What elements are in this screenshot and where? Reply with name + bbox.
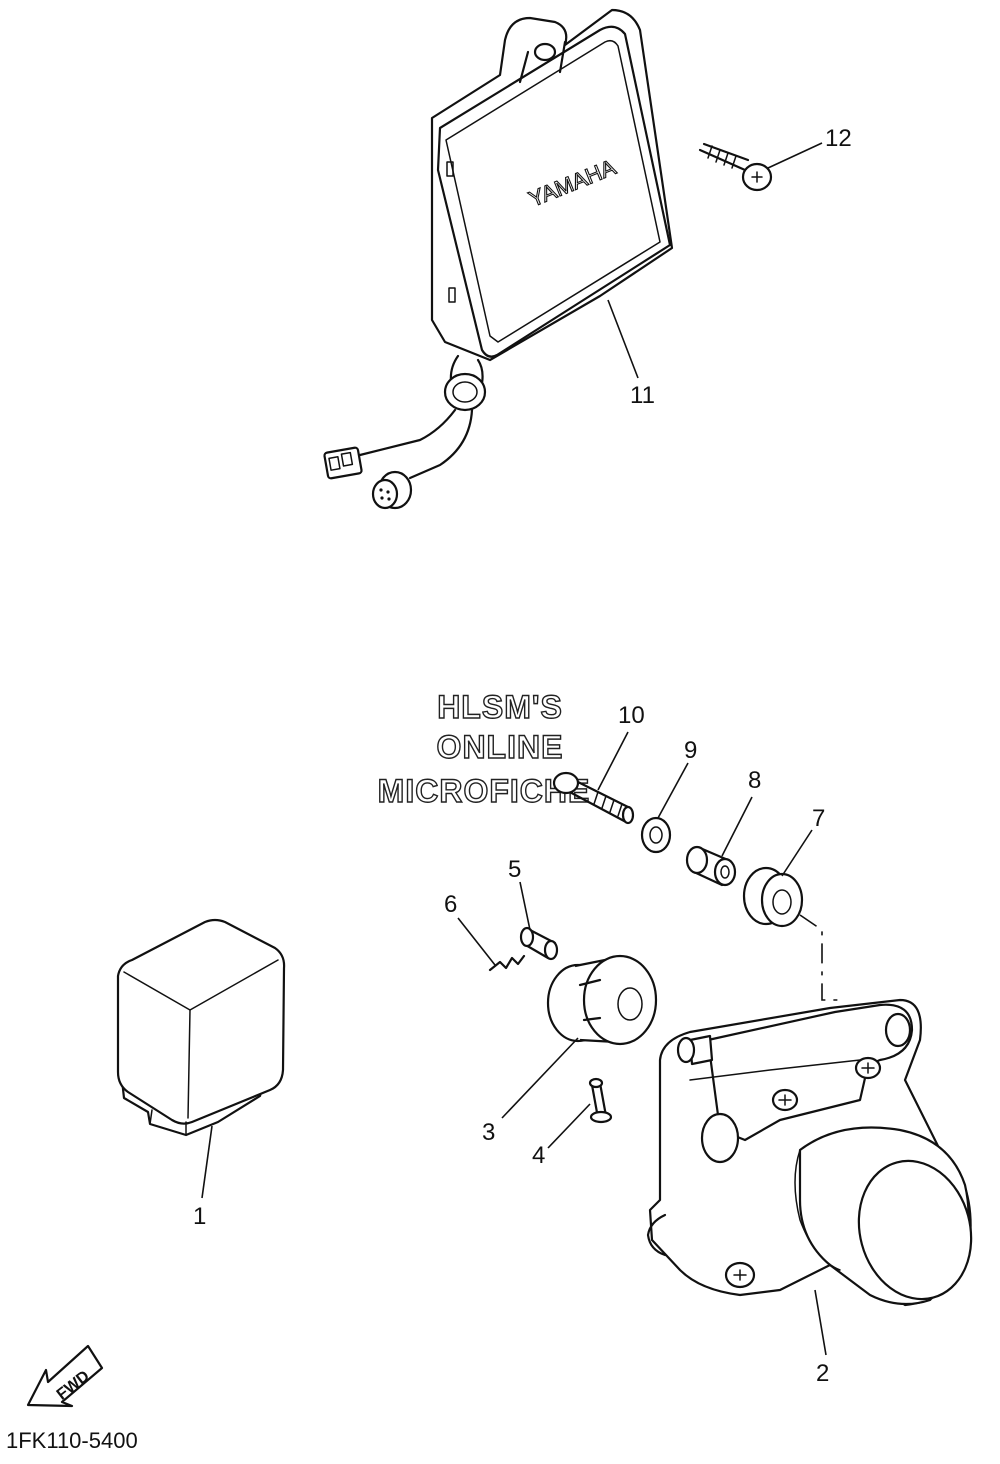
callout-5: 5 [508, 856, 521, 883]
bolt-10-drawing [552, 771, 635, 825]
callout-12: 12 [825, 125, 852, 152]
fwd-direction-arrow: FWD [26, 1344, 104, 1408]
relay-1-drawing [116, 918, 286, 1137]
collar-8-drawing [685, 845, 737, 887]
drawing-id: 1FK110-5400 [6, 1428, 138, 1453]
watermark-line-1: HLSM'S [437, 689, 563, 725]
leader-9 [657, 762, 689, 819]
servo-motor-2-drawing [646, 998, 973, 1307]
callout-4: 4 [532, 1142, 545, 1169]
leader-4 [547, 1103, 591, 1149]
callout-3: 3 [482, 1119, 495, 1146]
cam-3-drawing [546, 954, 658, 1046]
leader-3 [501, 1037, 579, 1119]
leader-11 [607, 299, 639, 379]
washer-9-drawing [640, 816, 672, 854]
callout-11: 11 [630, 382, 655, 409]
leader-6 [457, 917, 496, 966]
assembly-centerline [799, 914, 840, 1001]
leader-2 [814, 1289, 827, 1356]
screw-12-drawing [698, 142, 773, 192]
callout-10: 10 [618, 702, 645, 729]
clip-6-drawing [488, 954, 526, 972]
callout-1: 1 [193, 1203, 206, 1230]
watermark-line-2: ONLINE [437, 729, 564, 765]
leader-10 [597, 731, 629, 791]
callout-6: 6 [444, 891, 457, 918]
callout-2: 2 [816, 1360, 829, 1387]
callout-9: 9 [684, 737, 697, 764]
leader-12 [767, 142, 823, 169]
grommet-7-drawing [742, 866, 804, 928]
leader-5 [519, 881, 531, 931]
leader-1 [201, 1125, 213, 1199]
pin-5-drawing [519, 926, 559, 961]
leader-8 [721, 796, 753, 857]
callout-8: 8 [748, 767, 761, 794]
screw-4-drawing [588, 1077, 613, 1124]
leader-7 [781, 829, 813, 877]
callout-7: 7 [812, 805, 825, 832]
cdi-unit-drawing: YAMAHA [323, 8, 674, 510]
